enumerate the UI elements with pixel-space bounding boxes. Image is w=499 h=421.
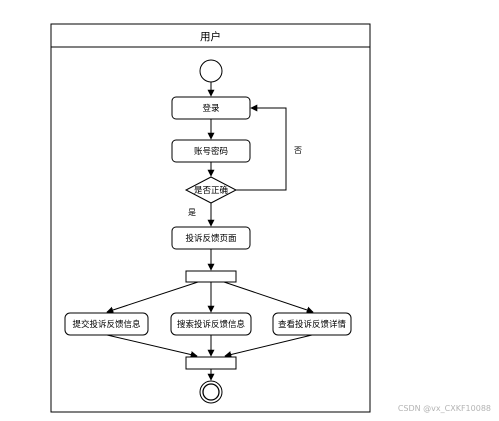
decision-label: 是否正确: [194, 185, 228, 196]
action-complaint-page-label: 投诉反馈页面: [185, 233, 237, 244]
edge-label-no: 否: [294, 146, 302, 155]
edge-fork-submit: [106, 281, 199, 314]
end-node: [199, 380, 223, 404]
edge-submit-join: [106, 334, 198, 358]
swimlane-user: 用户: [50, 23, 371, 413]
action-login: 登录: [171, 96, 251, 120]
decision-correct: 是否正确: [184, 176, 238, 204]
watermark: CSDN @vx_CXKF10088: [397, 404, 491, 413]
action-search: 搜索投诉反馈信息: [170, 312, 252, 336]
action-view-label: 查看投诉反馈详情: [278, 319, 347, 330]
swimlane-frame: [50, 23, 371, 413]
action-credentials: 账号密码: [171, 139, 251, 163]
action-credentials-label: 账号密码: [194, 146, 228, 157]
start-node: [199, 59, 223, 83]
action-submit-label: 提交投诉反馈信息: [72, 319, 141, 330]
end-node-inner: [202, 383, 220, 401]
action-submit: 提交投诉反馈信息: [64, 312, 149, 336]
action-complaint-page: 投诉反馈页面: [171, 226, 251, 250]
edge-label-yes: 是: [188, 208, 196, 217]
swimlane-title: 用户: [200, 30, 221, 43]
edge-decision-no-loop: [236, 104, 287, 191]
edge-fork-view: [223, 281, 314, 314]
join-bar: [185, 356, 237, 370]
action-view: 查看投诉反馈详情: [272, 312, 352, 336]
fork-bar: [185, 270, 237, 283]
action-login-label: 登录: [202, 103, 220, 114]
action-search-label: 搜索投诉反馈信息: [177, 319, 246, 330]
edge-view-join: [224, 334, 313, 358]
action-submit-box: [64, 312, 149, 336]
